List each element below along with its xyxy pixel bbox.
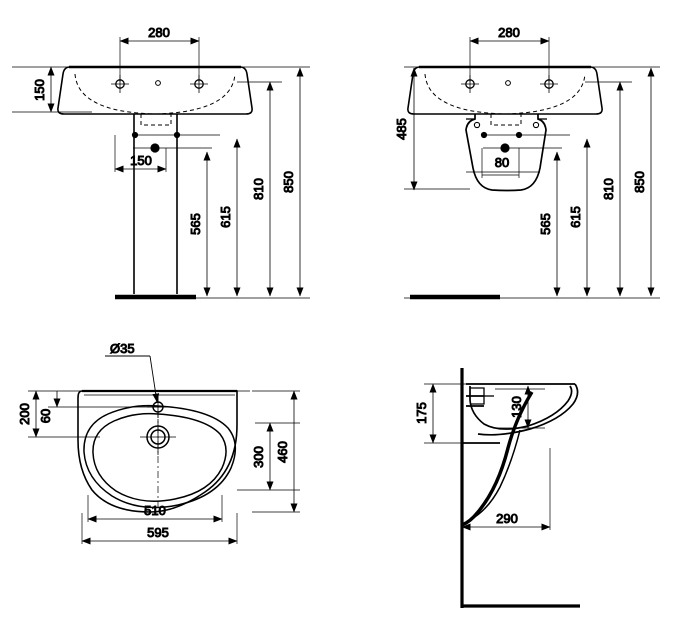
dim-label-595: 595 bbox=[147, 525, 169, 540]
leader-d35 bbox=[105, 355, 160, 403]
dim-label-280-b: 280 bbox=[498, 25, 520, 40]
dim-label-615-b: 615 bbox=[568, 206, 583, 228]
view-plan: Ø35 200 60 300 460 510 595 bbox=[17, 341, 300, 545]
pedestal-column bbox=[133, 114, 178, 294]
dim-label-810-b: 810 bbox=[601, 178, 616, 200]
dim-label-175: 175 bbox=[414, 402, 429, 424]
basin-plan-outline bbox=[77, 390, 238, 513]
semi-pedestal-shroud bbox=[465, 114, 547, 192]
dim-label-280-a: 280 bbox=[148, 25, 170, 40]
dim-label-200: 200 bbox=[17, 403, 32, 425]
view-side-section: 175 130 290 bbox=[414, 368, 580, 608]
dim-label-d35: Ø35 bbox=[110, 341, 135, 356]
dim-label-850-a: 850 bbox=[281, 171, 296, 193]
dim-label-130: 130 bbox=[509, 396, 524, 418]
view-front-semipedestal: 280 485 80 565 615 810 850 bbox=[394, 25, 660, 300]
view-front-pedestal: 280 150 150 565 615 810 850 bbox=[12, 25, 310, 300]
dim-label-150-h: 150 bbox=[130, 153, 152, 168]
tap-hole-right-2 bbox=[540, 75, 558, 93]
extension-lines-v1 bbox=[12, 37, 310, 299]
extension-lines-v4 bbox=[424, 383, 551, 530]
dim-label-80: 80 bbox=[495, 155, 509, 170]
extension-lines-v2 bbox=[404, 37, 660, 299]
tap-hole-left bbox=[111, 75, 129, 93]
tap-hole-right bbox=[190, 75, 208, 93]
dim-label-850-b: 850 bbox=[632, 171, 647, 193]
apron-inner-curve bbox=[469, 429, 521, 521]
overflow-hole-center bbox=[155, 80, 161, 86]
rear-fixing-detail bbox=[470, 387, 494, 405]
service-points-v2 bbox=[480, 131, 523, 153]
bowl-outer-rim bbox=[83, 404, 237, 509]
dim-label-150-v: 150 bbox=[32, 79, 47, 101]
dim-label-510: 510 bbox=[144, 503, 166, 518]
dim-label-300: 300 bbox=[251, 446, 266, 468]
basin-hidden-bowl-2 bbox=[424, 73, 586, 126]
basin-front-outline bbox=[57, 66, 253, 115]
dim-label-460: 460 bbox=[275, 441, 290, 463]
bowl-inner-rim bbox=[92, 412, 227, 502]
shroud-fixings bbox=[473, 121, 540, 129]
dim-label-60: 60 bbox=[38, 409, 53, 423]
dim-label-565-b: 565 bbox=[538, 213, 553, 235]
service-points-v1 bbox=[131, 131, 181, 153]
dim-label-615-a: 615 bbox=[218, 206, 233, 228]
dim-label-290: 290 bbox=[496, 511, 518, 526]
dim-label-565-a: 565 bbox=[188, 213, 203, 235]
basin-front-outline-2 bbox=[407, 66, 603, 115]
overflow-hole-center-2 bbox=[505, 80, 511, 86]
tap-hole-left-2 bbox=[461, 75, 479, 93]
dim-label-810-a: 810 bbox=[251, 178, 266, 200]
dim-label-485: 485 bbox=[394, 118, 409, 140]
basin-hidden-bowl bbox=[74, 73, 236, 126]
